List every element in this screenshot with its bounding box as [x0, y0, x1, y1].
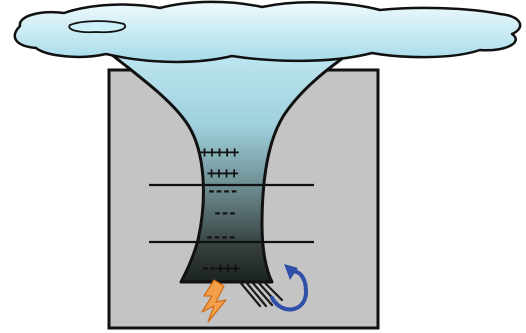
charge-row-4: --- — [213, 204, 236, 222]
charge-row-3: ---- — [207, 182, 237, 200]
cloud — [13, 0, 522, 64]
charge-row-6: --+++ — [201, 259, 240, 277]
funnel-column — [94, 40, 368, 284]
cloud-puff — [68, 20, 127, 34]
charge-row-2: ++++ — [207, 164, 239, 182]
charge-row-1: +++++ — [200, 143, 239, 161]
lightning-spark-icon — [201, 279, 227, 323]
curved-arrow-icon — [270, 264, 309, 312]
charge-row-5: ---- — [205, 228, 235, 246]
